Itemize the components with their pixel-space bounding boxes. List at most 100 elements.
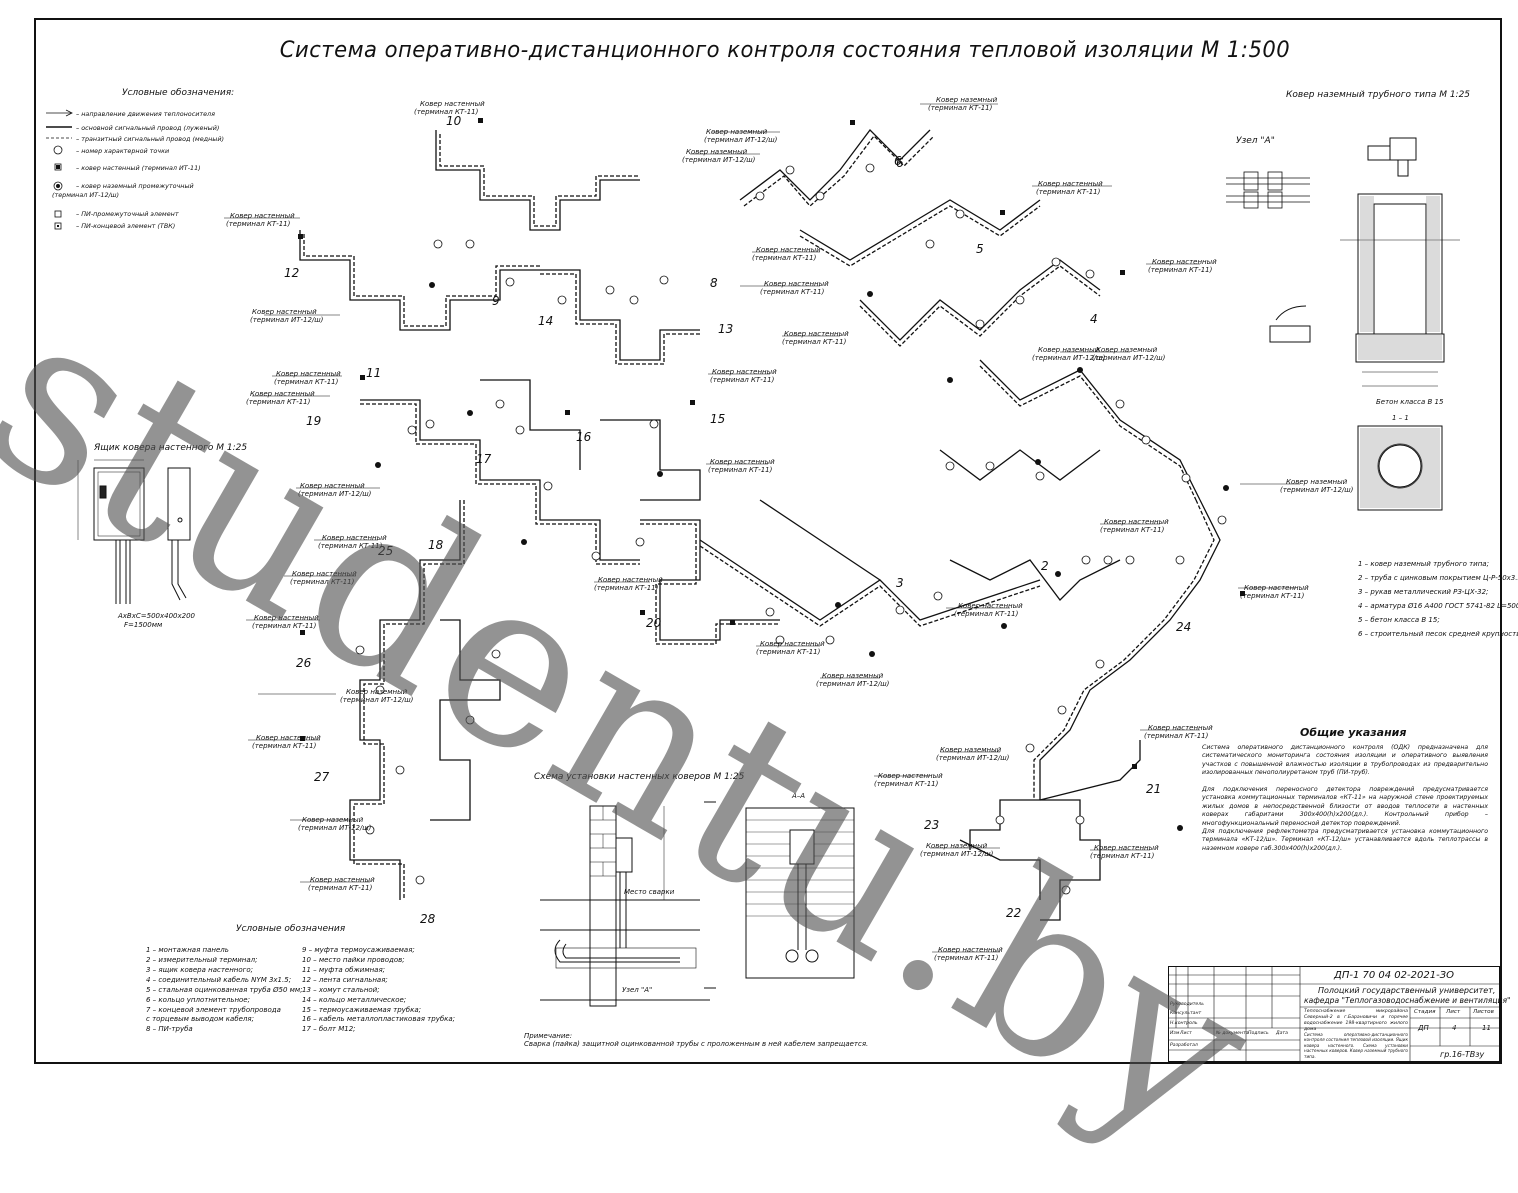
general-notes-paragraph-3: Для подключения рефлектометра предусматр… [1202,828,1488,852]
general-notes-paragraph-1: Система оперативного дистанционного конт… [1202,744,1488,777]
carpet-terminal-label: (терминал ИТ-12/ш) [298,490,372,498]
carpet-label: Ковер настенный [784,330,849,338]
drawing-title: Система оперативно-дистанционного контро… [279,38,1291,63]
carpet-terminal-label: (терминал ИТ-12/ш) [682,156,756,164]
carpet-terminal-label: (терминал ИТ-12/ш) [1032,354,1106,362]
carpet-label: Ковер настенный [710,458,775,466]
carpet-terminal-label: (терминал КТ-11) [954,610,1019,618]
bottom-legend-col1-8: с торцевым выводом кабеля; [146,1015,254,1023]
legend-heading: Условные обозначения: [122,88,235,98]
carpet-terminal-label: (терминал КТ-11) [290,578,355,586]
carpet-label: Ковер наземный [706,128,768,136]
role-head-col: Изм [1170,1031,1180,1036]
carpet-terminal-label: (терминал КТ-11) [252,622,317,630]
ground-carpet-body [1389,137,1417,161]
bottom-legend-col1-7: 7 – концевой элемент трубопровода [146,1006,281,1014]
sheet-value: 4 [1452,1024,1457,1032]
carpet-label: Ковер настенный [252,308,317,316]
carpet-terminal-label: (терминал КТ-11) [928,104,993,112]
point-number: 13 [718,322,734,336]
carpet-terminal-label: (терминал КТ-11) [756,648,821,656]
role-2: Консультант [1170,1011,1202,1016]
pipeline-route-down [349,500,461,900]
carpet-terminal-label: (терминал КТ-11) [760,288,825,296]
point-number: 15 [710,412,726,426]
carpet-terminal-label: (терминал КТ-11) [782,338,847,346]
carpet-terminal-label: (терминал КТ-11) [874,780,939,788]
point-number: 12 [284,266,300,280]
point-number: 23 [924,818,940,832]
carpet-terminal-label: (терминал КТ-11) [252,742,317,750]
point-number: 27 [314,770,330,784]
bottom-legend-col1-4: 4 – соединительный кабель NYM 3х1.5; [146,976,292,984]
section-11-square [1357,425,1443,511]
wall-box-front-view [93,467,145,541]
carpet-terminal-label: (терминал ИТ-12/ш) [250,316,324,324]
carpet-label: Ковер наземный [940,746,1002,754]
carpet-terminal-label: (терминал ИТ-12/ш) [936,754,1010,762]
note-text: Сварка (пайка) защитной оцинкованной тру… [524,1040,869,1048]
bottom-legend-col2-4: 12 – лента сигнальная; [302,976,388,984]
carpet-terminal-label: (терминал ИТ-12/ш) [920,850,994,858]
sheets-value: 11 [1482,1024,1491,1032]
wall-box-dims: AxBxC=500x400x200 [118,612,195,620]
carpet-terminal-label: (терминал КТ-11) [1100,526,1165,534]
point-number: 14 [538,314,554,328]
wall-box-side-view [167,467,191,541]
point-number: 10 [446,114,462,128]
title-block [1168,966,1500,1062]
ground-legend-3: 3 – рукав металлический РЗ-ЦХ-32; [1358,588,1489,596]
carpet-label: Ковер настенный [300,482,365,490]
legend-item-ground-carpet: – ковер наземный промежуточный [76,182,194,190]
point-number: 17 [476,452,492,466]
carpet-terminal-label: (терминал КТ-11) [594,584,659,592]
head-col-5: Дата [1276,1031,1288,1036]
pipeline-route-center [540,269,700,361]
role-4: Разработал [1170,1043,1198,1048]
carpet-label: Ковер настенный [230,212,295,220]
point-number: 20 [646,616,662,630]
ground-legend-6: 6 – строительный песок средней крупности… [1358,630,1518,638]
ground-legend-2: 2 – труба с цинковым покрытием Ц-Р-50х3.… [1358,574,1518,582]
carpet-label: Ковер наземный [346,688,408,696]
bottom-legend-col2-1: 9 – муфта термоусаживаемая; [302,946,415,954]
carpet-label: Ковер настенный [760,640,825,648]
network-plan-drawing [46,103,1500,1062]
point-number: 6 [896,156,904,170]
legend-item-main-wire: – основной сигнальный провод (луженый) [76,124,220,132]
carpet-terminal-label: (терминал КТ-11) [308,884,373,892]
carpet-label: Ковер настенный [1152,258,1217,266]
general-notes-paragraph-2: Для подключения переносного детектора по… [1202,786,1488,827]
head-col-2: Лист [1180,1031,1192,1036]
carpet-label: Ковер настенный [938,946,1003,954]
point-number: 11 [366,366,382,380]
legend-item-mid-element: – ПИ-промежуточный элемент [76,210,179,218]
bottom-legend-col1-9: 8 – ПИ-труба [146,1025,193,1033]
role-1: Руководитель [1170,1002,1204,1007]
carpet-terminal-label: (терминал КТ-11) [246,398,311,406]
bottom-legend-col1-3: 3 – ящик ковера настенного; [146,966,253,974]
carpet-label: Ковер настенный [878,772,943,780]
drawing-sheet-frame [34,18,1502,1064]
point-number: 21 [1146,782,1162,796]
carpet-label: Ковер настенный [322,534,387,542]
node-a-title: Узел "А" [1236,136,1275,146]
carpet-terminal-label: (терминал КТ-11) [708,466,773,474]
bottom-legend-col2-3: 11 – муфта обжимная; [302,966,386,974]
sheet-description: Система оперативно-дистанционного контро… [1304,1032,1408,1059]
carpet-label: Ковер наземный [1286,478,1348,486]
point-number: 3 [896,576,904,590]
carpet-terminal-label: (терминал ИТ-12/ш) [704,136,778,144]
legend-item-ground-terminal: (терминал ИТ-12/ш) [52,191,120,199]
pipeline-route-left2 [299,230,540,331]
carpet-terminal-label: (терминал КТ-11) [274,378,339,386]
carpet-label: Ковер наземный [1096,346,1158,354]
bottom-legend-col1-1: 1 – монтажная панель [146,946,229,954]
point-number: 9 [492,294,500,308]
node-a-bottom-label: Узел "А" [622,986,653,994]
carpet-terminal-label: (терминал КТ-11) [1036,188,1101,196]
carpet-label: Ковер настенный [1148,724,1213,732]
carpet-terminal-label: (терминал ИТ-12/ш) [816,680,890,688]
head-col-3: № документа [1216,1031,1249,1036]
carpet-label: Ковер настенный [254,614,319,622]
